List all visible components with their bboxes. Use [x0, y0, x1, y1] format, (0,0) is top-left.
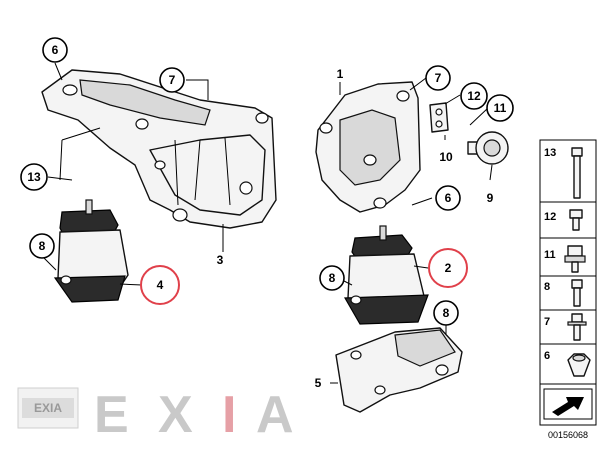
engine-mount-left: [53, 199, 129, 303]
callout-label: 13: [27, 170, 41, 184]
callout-label: 8: [443, 306, 450, 320]
callout-13: 13: [20, 163, 48, 191]
callout-label: 11: [494, 101, 507, 115]
callout-6-right: 6: [435, 185, 461, 211]
long-bolt-icon: [571, 147, 583, 199]
callout-label: 12: [467, 89, 481, 103]
callout-10: 10: [439, 150, 453, 164]
diagram-code: 00156068: [548, 430, 588, 440]
watermark-logo: EXIA: [17, 387, 79, 429]
callout-12: 12: [460, 82, 488, 110]
engine-bracket-right: [315, 81, 449, 213]
callout-11: 11: [486, 94, 514, 122]
engine-mount-right: [343, 225, 429, 325]
medium-bolt-icon: [571, 279, 583, 307]
watermark-logo-text: EXIA: [34, 401, 62, 415]
callout-label: 7: [169, 73, 176, 87]
callout-label: 2: [445, 261, 452, 275]
callout-label: 6: [52, 43, 59, 57]
watermark-letter-x: X: [158, 386, 193, 444]
callout-label: 4: [157, 278, 164, 292]
legend-item-6: 6: [544, 350, 550, 362]
damper-part: [467, 131, 509, 165]
callout-8-right: 8: [319, 265, 345, 291]
legend-item-11: 11: [544, 249, 556, 261]
hardware-legend: 13 12 11 8 7 6: [539, 139, 597, 426]
flange-bolt-icon: [567, 313, 587, 341]
callout-label: 6: [445, 191, 452, 205]
callout-6-top-left: 6: [42, 37, 68, 63]
callout-7-top-right: 7: [425, 65, 451, 91]
callout-7-top-left: 7: [159, 67, 185, 93]
legend-item-8: 8: [544, 281, 550, 293]
watermark: EXIA E X I A: [17, 386, 294, 444]
callout-label: 7: [435, 71, 442, 85]
callout-4-highlighted: 4: [140, 265, 180, 305]
engine-bracket-left: [41, 69, 277, 229]
view-direction-arrow-icon: [543, 388, 593, 420]
callout-label: 8: [39, 239, 46, 253]
callout-1: 1: [337, 67, 344, 81]
callout-5: 5: [315, 376, 322, 390]
leader-lines: [43, 62, 493, 384]
watermark-letter-a: A: [256, 386, 294, 444]
legend-frame: [539, 139, 597, 426]
legend-item-13: 13: [544, 147, 556, 159]
callout-label: 8: [329, 271, 336, 285]
callout-3: 3: [217, 253, 224, 267]
watermark-letter-e: E: [94, 386, 129, 444]
callout-8-lower: 8: [433, 300, 459, 326]
short-bolt-icon: [569, 209, 583, 231]
nut-bolt-icon: [564, 245, 586, 273]
watermark-letter-i: I: [222, 386, 236, 444]
callout-9: 9: [487, 191, 494, 205]
hex-nut-icon: [567, 353, 591, 377]
callout-8-left: 8: [29, 233, 55, 259]
legend-item-12: 12: [544, 211, 556, 223]
callout-2-highlighted: 2: [428, 248, 468, 288]
legend-item-7: 7: [544, 316, 550, 328]
lower-bracket: [335, 327, 463, 413]
